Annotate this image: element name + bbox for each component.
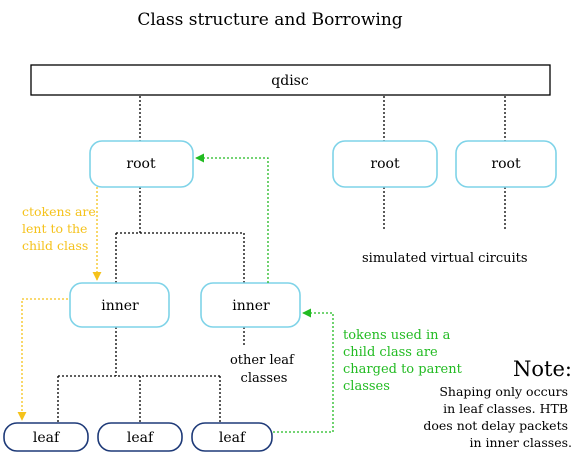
qdisc-label: qdisc bbox=[271, 73, 309, 89]
inner-right-label: inner bbox=[232, 298, 270, 314]
inner-left-label: inner bbox=[101, 298, 139, 314]
root-sim-1-box bbox=[332, 140, 438, 188]
ctokens-arrows bbox=[17, 187, 102, 421]
other-leaf-label: other leaf classes bbox=[230, 353, 298, 386]
root-main-label: root bbox=[126, 156, 156, 172]
diagram-title: Class structure and Borrowing bbox=[137, 10, 402, 30]
note-body: Shaping only occurs in leaf classes. HTB… bbox=[423, 384, 572, 450]
root-sim-1-label: root bbox=[370, 156, 400, 172]
ctokens-annotation: ctokens are lent to the child class bbox=[22, 204, 100, 253]
tokens-arrows bbox=[195, 153, 334, 433]
leaf-3-box bbox=[191, 422, 273, 452]
root-main-box bbox=[89, 140, 194, 188]
inner-right-box bbox=[200, 282, 301, 328]
leaf-2-label: leaf bbox=[127, 430, 155, 446]
leaf-2-box bbox=[97, 422, 183, 452]
qdisc-box bbox=[30, 64, 551, 96]
connector-lines bbox=[57, 96, 506, 423]
leaf-1-box bbox=[3, 422, 89, 452]
tokens-arrow-leaf-to-inner bbox=[273, 308, 334, 433]
simulated-circuits-label: simulated virtual circuits bbox=[362, 251, 528, 266]
ctokens-arrow-inner-to-leaf bbox=[17, 298, 68, 421]
tokens-annotation: tokens used in a child class are charged… bbox=[343, 328, 466, 394]
note-heading: Note: bbox=[513, 357, 572, 381]
leaf-1-label: leaf bbox=[33, 430, 61, 446]
leaf-3-label: leaf bbox=[219, 430, 247, 446]
root-sim-2-label: root bbox=[491, 156, 521, 172]
inner-left-box bbox=[69, 282, 170, 328]
root-sim-2-box bbox=[455, 140, 557, 188]
tokens-arrow-inner-to-root bbox=[195, 153, 269, 283]
